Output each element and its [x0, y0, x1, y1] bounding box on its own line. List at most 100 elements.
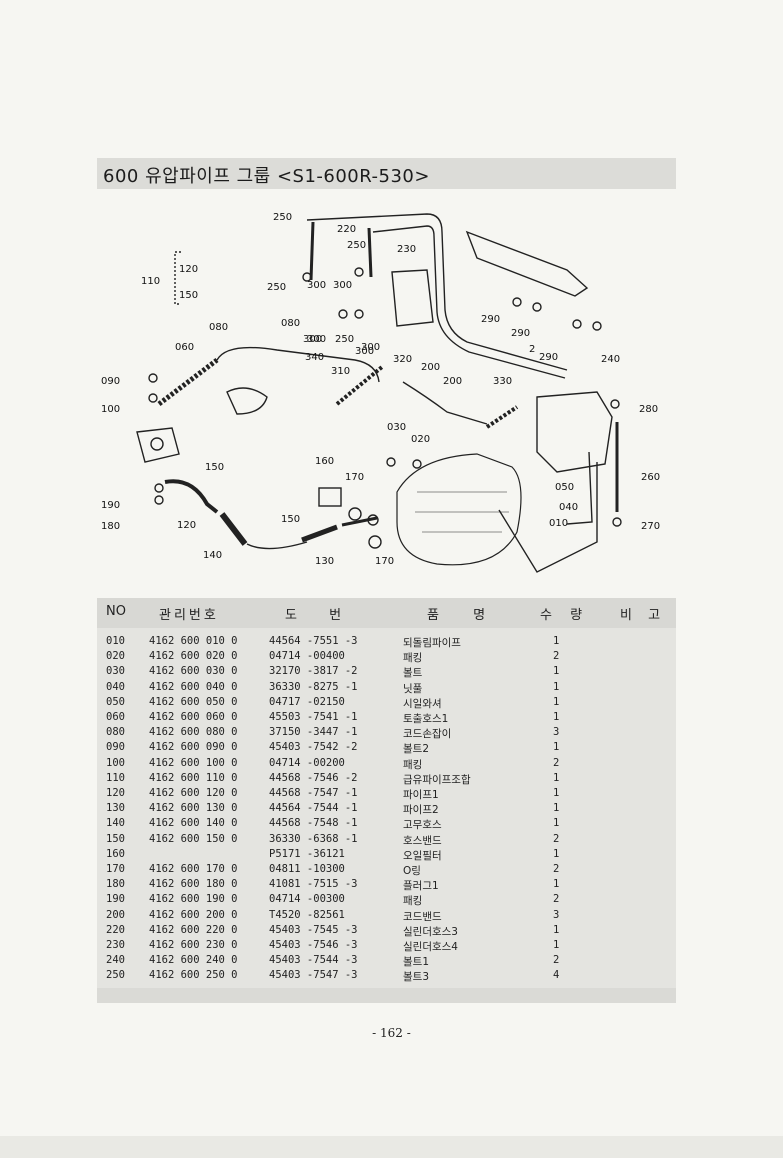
cell-management-number: 4162 600 240 0	[149, 954, 238, 967]
callout-label: 140	[203, 550, 222, 561]
cell-quantity: 3	[553, 726, 560, 739]
callout-label: 250	[347, 240, 366, 251]
callout-label: 290	[511, 328, 530, 339]
callout-label: 300	[355, 346, 374, 357]
cell-part-name: 볼트	[403, 667, 423, 680]
callout-label: 300	[307, 334, 326, 345]
cell-part-name: 파이프2	[403, 804, 439, 817]
callout-label: 150	[179, 290, 198, 301]
cell-drawing-number: 32170 -3817 -2	[269, 665, 358, 678]
cell-management-number: 4162 600 220 0	[149, 923, 238, 936]
cell-no: 150	[106, 832, 125, 845]
cell-no: 100	[106, 756, 125, 769]
cell-drawing-number: 04811 -10300	[269, 863, 345, 875]
cell-quantity: 1	[553, 665, 560, 678]
callout-label: 300	[307, 280, 326, 291]
cell-part-name: 급유파이프조합	[403, 773, 471, 786]
cell-quantity: 1	[553, 878, 560, 891]
cell-drawing-number: 36330 -6368 -1	[269, 832, 358, 845]
callout-label: 320	[393, 354, 412, 365]
cell-quantity: 1	[553, 847, 560, 860]
cell-part-name: 되돌림파이프	[403, 637, 461, 649]
cell-management-number: 4162 600 190 0	[149, 893, 238, 906]
callout-label: 170	[345, 472, 364, 483]
callout-label: 100	[101, 404, 120, 415]
cell-no: 220	[106, 923, 125, 936]
cell-part-name: O링	[403, 865, 421, 877]
cell-management-number: 4162 600 150 0	[149, 832, 238, 845]
cell-no: 020	[106, 650, 125, 663]
cell-quantity: 2	[553, 954, 560, 967]
callout-label: 200	[443, 376, 462, 387]
cell-part-name: 시일와셔	[403, 697, 442, 710]
cell-drawing-number: 45403 -7545 -3	[269, 923, 358, 936]
cell-part-name: 호스밴드	[403, 834, 442, 847]
cell-quantity: 2	[553, 893, 560, 906]
cell-management-number: 4162 600 250 0	[149, 969, 238, 982]
callout-label: 250	[267, 282, 286, 293]
cell-drawing-number: 04717 -02150	[269, 695, 345, 708]
cell-management-number: 4162 600 170 0	[149, 863, 238, 875]
header-note: 비 고	[620, 608, 661, 623]
header-quantity: 수 량	[540, 608, 583, 623]
cell-management-number: 4162 600 110 0	[149, 771, 238, 784]
cell-no: 130	[106, 802, 125, 815]
cell-management-number: 4162 600 040 0	[149, 680, 238, 693]
cell-drawing-number: 44568 -7548 -1	[269, 817, 358, 830]
cell-drawing-number: P5171 -36121	[269, 847, 345, 860]
callout-label: 180	[101, 521, 120, 532]
header-no: NO	[106, 604, 126, 619]
callout-label: 020	[411, 434, 430, 445]
cell-part-name: 토출호스1	[403, 713, 449, 725]
cell-quantity: 1	[553, 711, 560, 723]
cell-quantity: 4	[553, 969, 560, 982]
header-drawing-number: 도 번	[285, 608, 342, 623]
callout-label: 250	[335, 334, 354, 345]
cell-no: 140	[106, 817, 125, 830]
cell-quantity: 2	[553, 756, 560, 769]
cell-part-name: 패킹	[403, 758, 423, 771]
callout-label: 170	[375, 556, 394, 567]
header-part-name: 품 명	[427, 608, 486, 623]
callout-label: 340	[305, 352, 324, 363]
section-title-bar: 600 유압파이프 그룹 <S1-600R-530>	[97, 158, 676, 189]
cell-quantity: 2	[553, 650, 560, 663]
cell-management-number: 4162 600 100 0	[149, 756, 238, 769]
cell-management-number: 4162 600 130 0	[149, 802, 238, 815]
callout-label: 220	[337, 224, 356, 235]
cell-no: 180	[106, 878, 125, 891]
parts-table-header: NO 관리번호 도 번 품 명 수 량 비 고	[97, 598, 676, 628]
callout-label: 050	[555, 482, 574, 493]
callout-label: 310	[331, 366, 350, 377]
page-number: - 162 -	[372, 1026, 411, 1040]
page-bottom-edge	[0, 1136, 783, 1158]
callout-label: 270	[641, 521, 660, 532]
cell-drawing-number: T4520 -82561	[269, 908, 345, 921]
cell-quantity: 1	[553, 771, 560, 784]
cell-no: 170	[106, 863, 125, 875]
callout-label: 160	[315, 456, 334, 467]
cell-quantity: 1	[553, 635, 560, 647]
cell-drawing-number: 41081 -7515 -3	[269, 878, 358, 891]
cell-management-number: 4162 600 200 0	[149, 908, 238, 921]
cell-no: 160	[106, 847, 125, 860]
return-pipe	[306, 213, 568, 371]
cell-no: 230	[106, 939, 125, 951]
cell-part-name: 볼트2	[403, 743, 430, 756]
cell-management-number: 4162 600 180 0	[149, 878, 238, 891]
callout-label: 300	[333, 280, 352, 291]
callout-label: 110	[141, 276, 160, 287]
